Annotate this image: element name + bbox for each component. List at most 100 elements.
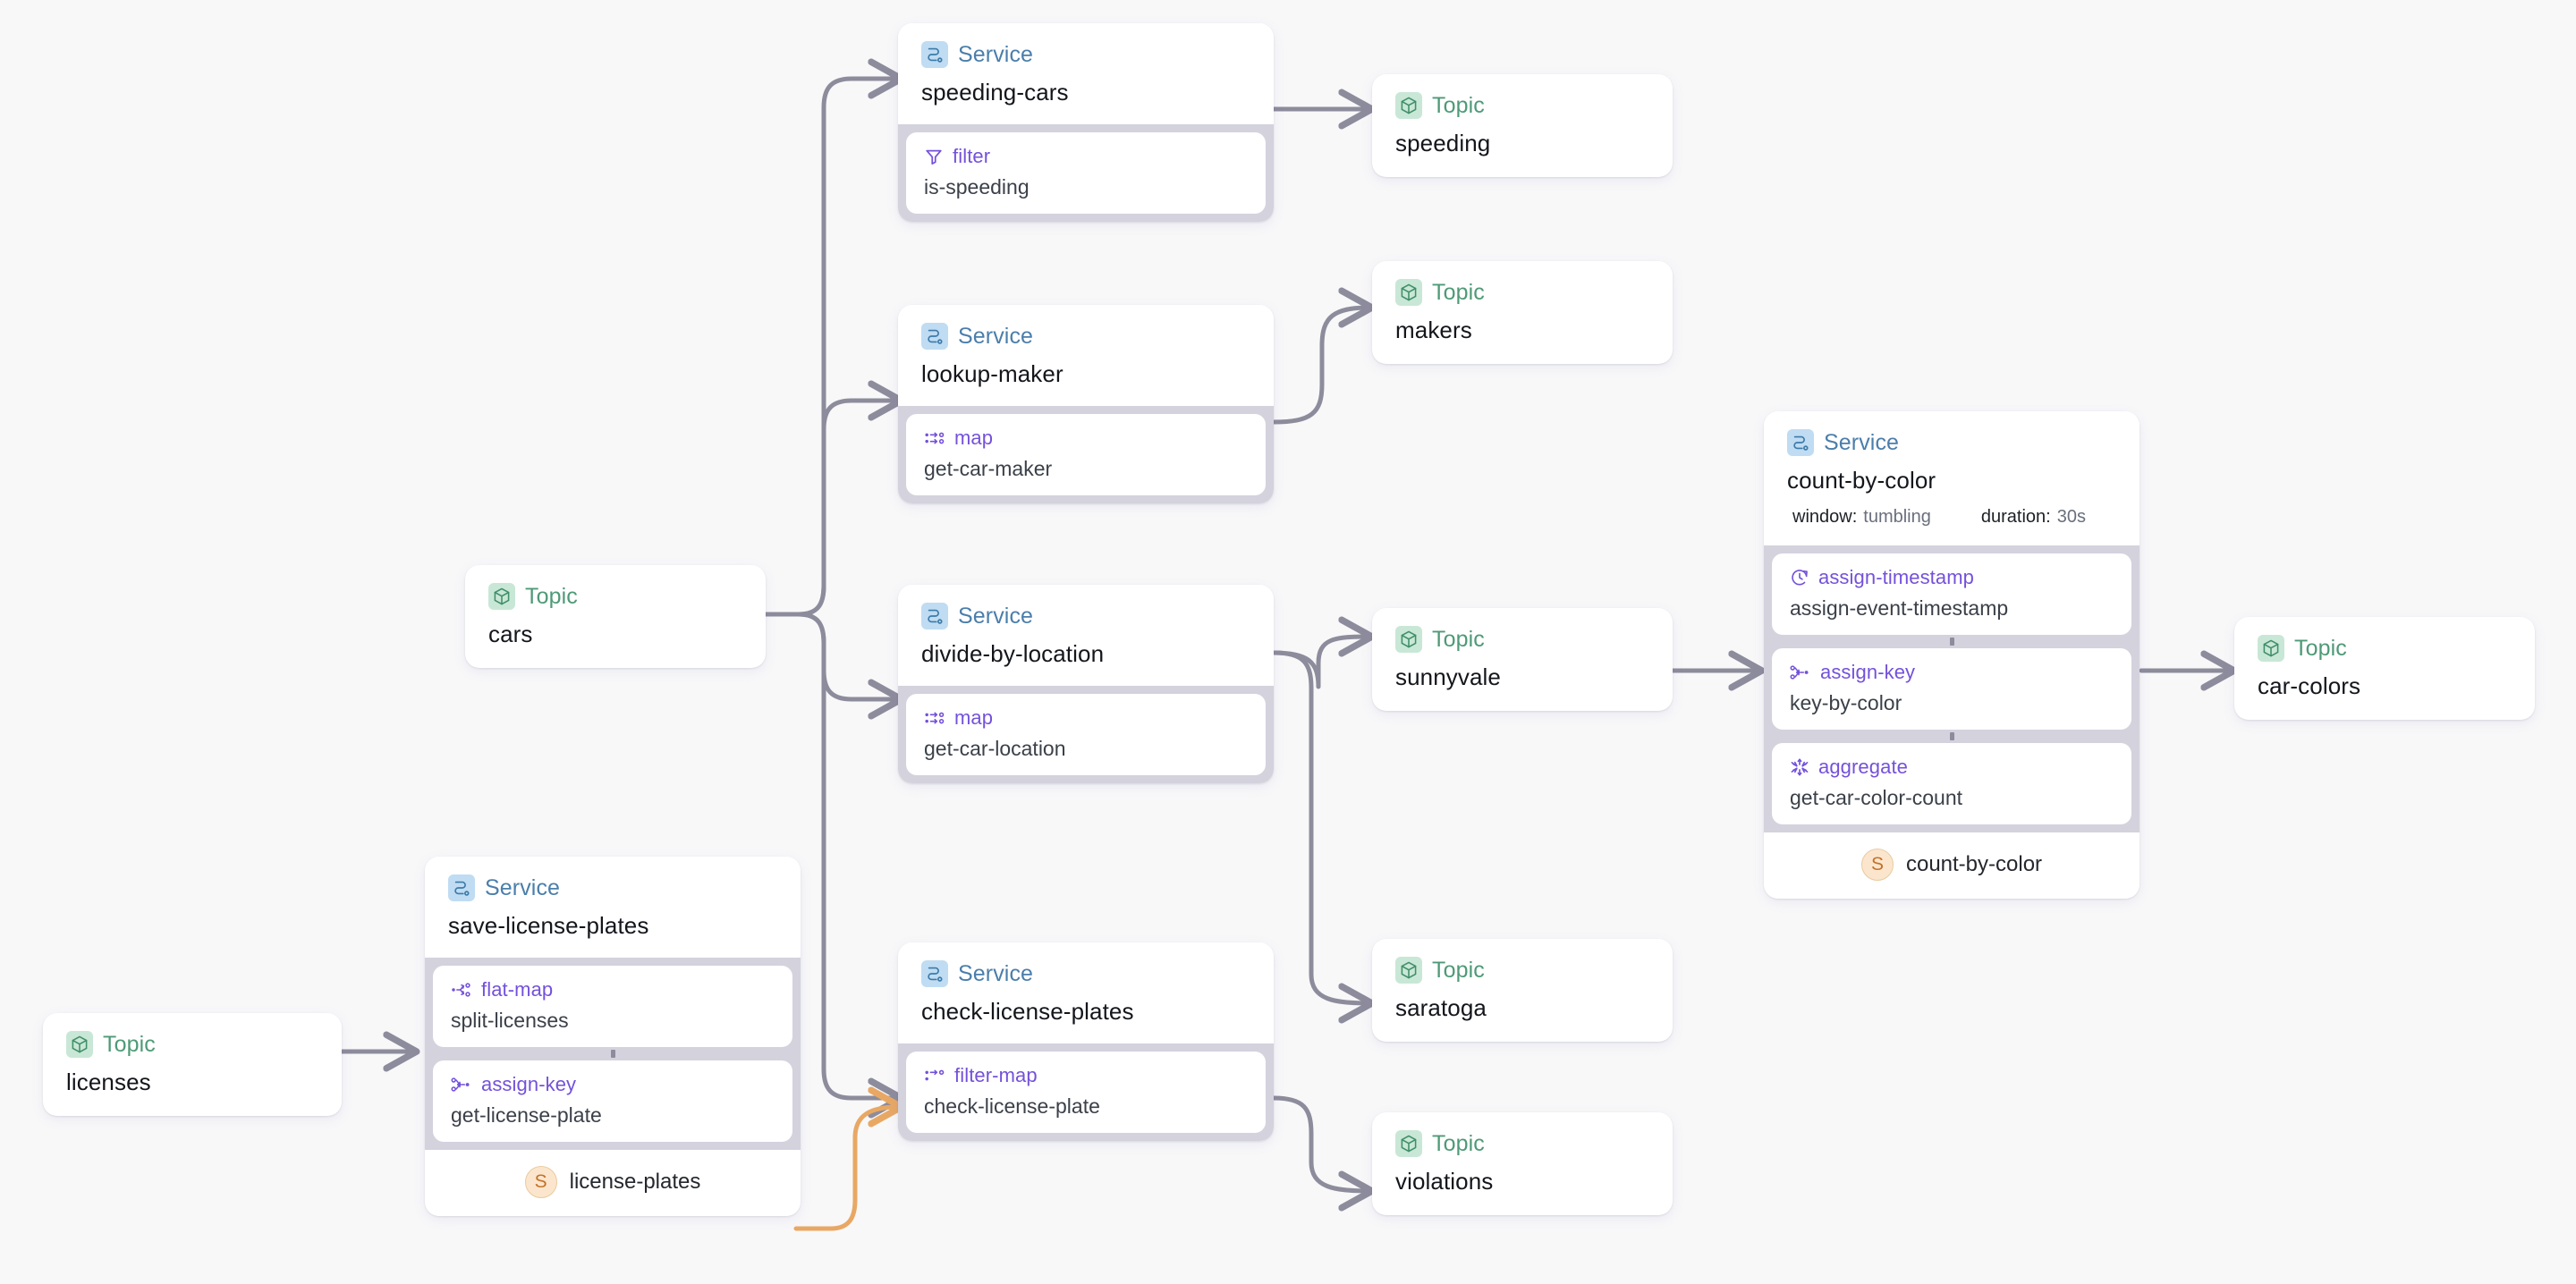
operator-name: key-by-color [1790, 691, 1902, 714]
operator-list: flat-map split-licenses [425, 958, 801, 1150]
filter-map-icon [924, 1066, 945, 1085]
operator-aggregate[interactable]: aggregate get-car-color-count [1772, 743, 2131, 824]
route-icon [921, 323, 948, 350]
operator-kind: map [954, 706, 994, 729]
operator-kind: map [954, 427, 994, 449]
state-badge-icon: S [1860, 849, 1894, 881]
operator-assign-key[interactable]: assign-key key-by-color [1772, 648, 2131, 730]
node-service-speeding-cars[interactable]: Service speeding-cars filter is-speeding [898, 23, 1274, 222]
operator-head: aggregate [1790, 756, 2114, 779]
cube-icon [1395, 957, 1422, 984]
node-type-label: Topic [103, 1031, 156, 1057]
state-name: license-plates [569, 1170, 701, 1194]
edge-divide-by-location-to-saratoga [1271, 650, 1376, 1024]
node-title: car-colors [2258, 672, 2361, 699]
service-state[interactable]: S license-plates [425, 1150, 801, 1216]
node-type-label: Service [958, 603, 1034, 629]
operator-name: check-license-plate [924, 1094, 1100, 1118]
node-type-label: Topic [1432, 92, 1485, 118]
node-type-label: Topic [1432, 957, 1485, 983]
node-topic-speeding[interactable]: Topic speeding [1372, 74, 1673, 177]
node-type-label: Service [958, 960, 1034, 986]
operator-list: map get-car-maker [898, 406, 1274, 503]
node-type-row: Service [1787, 429, 2116, 456]
node-title: lookup-maker [921, 360, 1063, 387]
node-type-label: Topic [1432, 626, 1485, 652]
node-type-label: Service [958, 41, 1034, 67]
node-service-save-license-plates[interactable]: Service save-license-plates [425, 857, 801, 1216]
node-topic-makers[interactable]: Topic makers [1372, 261, 1673, 364]
node-service-check-license-plates[interactable]: Service check-license-plates [898, 942, 1274, 1141]
edge-cars-to-divide-by-location [796, 612, 905, 720]
node-title: divide-by-location [921, 640, 1105, 667]
node-type-label: Topic [2294, 635, 2347, 661]
window-value: tumbling [1863, 507, 1931, 527]
operator-head: map [924, 706, 1248, 730]
duration-value: 30s [2056, 507, 2086, 527]
operator-filter[interactable]: filter is-speeding [906, 132, 1266, 214]
edge-check-license-plates-to-violations [1271, 1095, 1376, 1212]
operator-name: is-speeding [924, 175, 1030, 199]
state-badge-icon: S [524, 1166, 557, 1198]
node-title: speeding [1395, 130, 1491, 156]
operator-map[interactable]: map get-car-maker [906, 414, 1266, 495]
funnel-icon [924, 147, 944, 166]
operator-head: flat-map [451, 978, 775, 1001]
assign-key-icon [1790, 663, 1811, 682]
operator-assign-key[interactable]: assign-key get-license-plate [433, 1060, 792, 1142]
operator-map[interactable]: map get-car-location [906, 694, 1266, 775]
node-title: speeding-cars [921, 79, 1069, 106]
operator-kind: assign-key [1820, 661, 1916, 683]
node-service-divide-by-location[interactable]: Service divide-by-location [898, 585, 1274, 783]
node-type-row: Service [921, 41, 1250, 68]
operator-connector [610, 1050, 615, 1058]
operator-name: split-licenses [451, 1009, 569, 1032]
service-header: Service save-license-plates [425, 857, 801, 958]
operator-flat-map[interactable]: flat-map split-licenses [433, 966, 792, 1047]
node-title: cars [488, 621, 533, 647]
node-topic-sunnyvale[interactable]: Topic sunnyvale [1372, 608, 1673, 711]
operator-name: get-license-plate [451, 1103, 602, 1127]
node-type-row: Topic [1395, 279, 1649, 306]
operator-kind: assign-key [481, 1073, 577, 1095]
node-type-row: Topic [488, 583, 742, 610]
operator-filter-map[interactable]: filter-map check-license-plate [906, 1052, 1266, 1133]
operator-head: filter [924, 145, 1248, 168]
operator-kind: filter [953, 145, 991, 167]
node-service-lookup-maker[interactable]: Service lookup-maker [898, 305, 1274, 503]
operator-head: assign-timestamp [1790, 566, 2114, 589]
operator-kind: aggregate [1818, 756, 1908, 778]
node-type-label: Topic [1432, 1130, 1485, 1156]
operator-head: map [924, 427, 1248, 450]
cube-icon [1395, 626, 1422, 653]
service-window-meta: window: tumbling duration: 30s [1787, 507, 2116, 528]
operator-name: get-car-location [924, 737, 1066, 760]
node-title: check-license-plates [921, 998, 1134, 1025]
node-topic-saratoga[interactable]: Topic saratoga [1372, 939, 1673, 1042]
operator-name: assign-event-timestamp [1790, 596, 2009, 620]
node-topic-car-colors[interactable]: Topic car-colors [2234, 617, 2535, 720]
node-topic-cars[interactable]: Topic cars [465, 565, 766, 668]
map-icon [924, 708, 945, 728]
cube-icon [2258, 635, 2284, 662]
route-icon [1787, 429, 1814, 456]
node-type-row: Topic [2258, 635, 2512, 662]
node-topic-licenses[interactable]: Topic licenses [43, 1013, 342, 1116]
cube-icon [1395, 1130, 1422, 1157]
operator-kind: filter-map [954, 1064, 1038, 1086]
node-type-label: Topic [1432, 279, 1485, 305]
operator-assign-timestamp[interactable]: assign-timestamp assign-event-timestamp [1772, 553, 2131, 635]
node-type-row: Service [448, 874, 777, 901]
service-header: Service divide-by-location [898, 585, 1274, 686]
node-type-label: Service [1824, 429, 1900, 455]
node-type-row: Topic [1395, 92, 1649, 119]
route-icon [448, 874, 475, 901]
operator-head: assign-key [451, 1073, 775, 1096]
node-topic-violations[interactable]: Topic violations [1372, 1112, 1673, 1215]
node-service-count-by-color[interactable]: Service count-by-color window: tumbling … [1764, 411, 2140, 899]
node-type-row: Service [921, 960, 1250, 987]
service-state[interactable]: S count-by-color [1764, 832, 2140, 899]
operator-list: assign-timestamp assign-event-timestamp [1764, 545, 2140, 832]
